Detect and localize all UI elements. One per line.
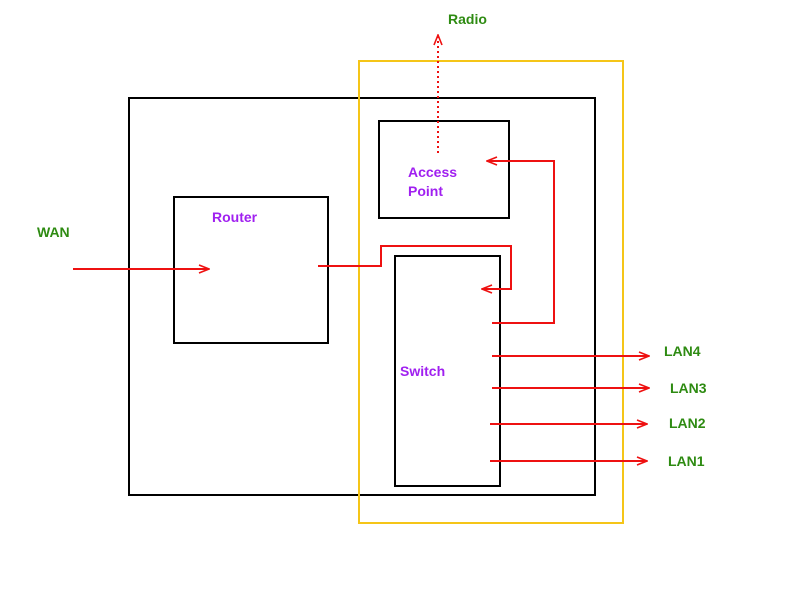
lan4-label: LAN4 (664, 343, 701, 359)
switch-to-access-point-arrow (487, 161, 555, 324)
access-point-label-line1: Access (408, 164, 457, 180)
device-box (128, 97, 596, 496)
router-to-switch-arrow (318, 245, 512, 289)
lan3-label: LAN3 (670, 380, 707, 396)
access-point-box (378, 120, 510, 219)
highlight-boundary (358, 60, 624, 524)
switch-label: Switch (400, 363, 445, 379)
access-point-label-line2: Point (408, 183, 443, 199)
switch-box (394, 255, 501, 487)
radio-label: Radio (448, 11, 487, 27)
lan1-label: LAN1 (668, 453, 705, 469)
lan2-label: LAN2 (669, 415, 706, 431)
wan-label: WAN (37, 224, 70, 240)
router-label: Router (212, 209, 258, 225)
